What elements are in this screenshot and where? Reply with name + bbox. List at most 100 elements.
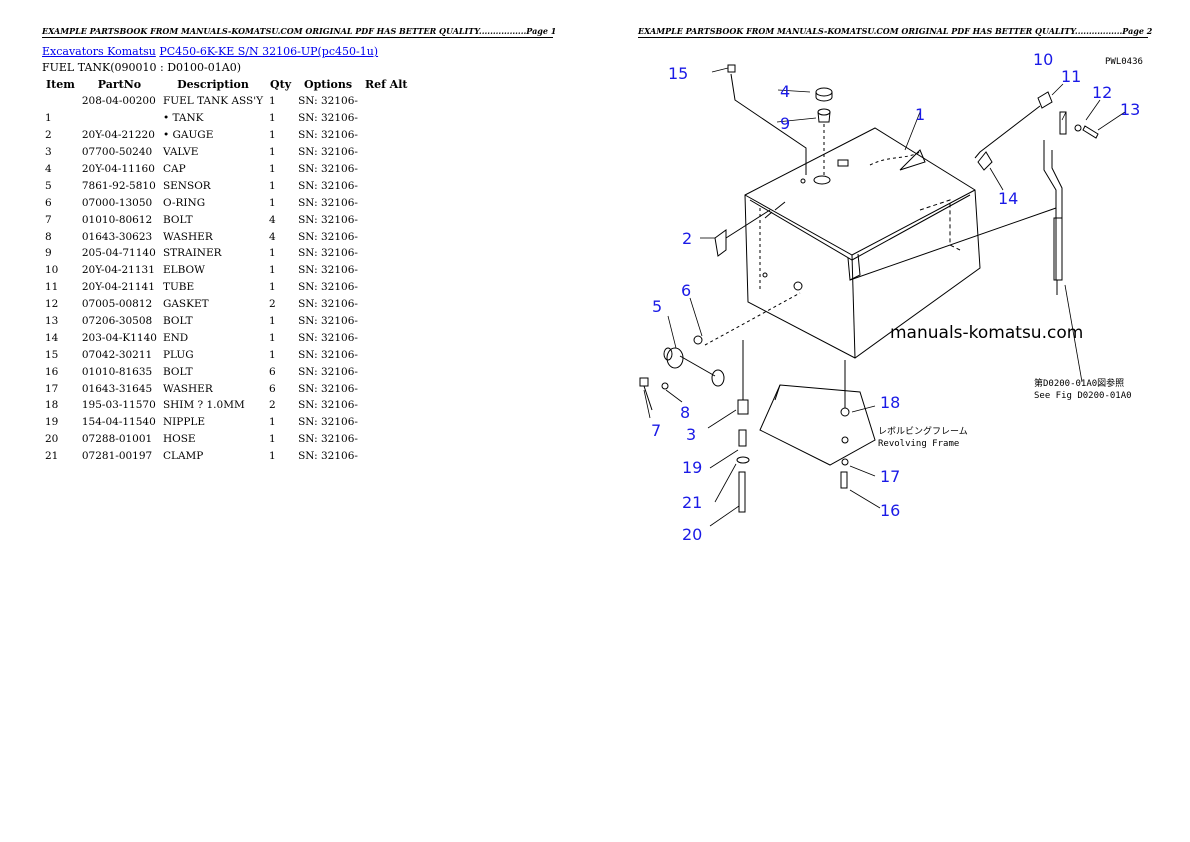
options-cell: SN: 32106- — [298, 112, 358, 125]
cap-strainer-drawing — [815, 87, 833, 175]
qty-cell: 1 — [269, 331, 276, 344]
page-2-header: EXAMPLE PARTSBOOK FROM MANUALS-KOMATSU.C… — [638, 26, 1153, 38]
description-cell: WASHER — [162, 382, 213, 395]
partno-cell: 07700-50240 — [81, 146, 153, 159]
table-header-row: Item PartNo Description Qty Options Ref … — [42, 75, 411, 93]
ref-alt-cell — [361, 329, 412, 346]
callout-14: 14 — [998, 189, 1018, 208]
options-cell: SN: 32106- — [298, 163, 358, 175]
ref-alt-cell — [361, 380, 412, 397]
description-cell: PLUG — [162, 348, 194, 361]
end-drawing — [977, 151, 993, 171]
options-cell: SN: 32106- — [298, 179, 358, 192]
options-cell: SN: 32106- — [298, 264, 358, 277]
item-cell: 5 — [45, 179, 52, 192]
col-header-ref-alt: Ref Alt — [364, 77, 408, 91]
item-cell: 11 — [45, 281, 59, 294]
parts-table: Item PartNo Description Qty Options Ref … — [42, 75, 411, 465]
qty-cell: 1 — [269, 348, 276, 361]
plug-drawing — [727, 64, 807, 175]
ref-alt-cell — [361, 127, 412, 144]
ref-alt-cell — [361, 110, 412, 127]
callout-10: 10 — [1033, 50, 1053, 69]
breadcrumb-link-excavators[interactable]: Excavators Komatsu — [42, 45, 156, 58]
partno-cell: 01643-31645 — [81, 382, 153, 395]
description-cell: STRAINER — [162, 247, 222, 260]
partno-cell — [79, 110, 160, 127]
ref-alt-cell — [361, 194, 412, 211]
qty-cell: 6 — [269, 365, 276, 378]
qty-cell: 1 — [269, 281, 276, 294]
ref-alt-cell — [361, 161, 412, 178]
qty-cell: 1 — [269, 315, 276, 328]
description-cell: • TANK — [162, 112, 204, 125]
ref-alt-cell — [361, 397, 412, 414]
watermark: manuals-komatsu.com — [890, 323, 1083, 343]
exploded-parts-diagram: PWL0436 — [639, 50, 1143, 544]
item-cell: 15 — [45, 348, 59, 361]
item-cell: 1 — [45, 112, 52, 125]
item-cell: 19 — [45, 416, 59, 429]
partno-cell: 20Y-04-21220 — [81, 129, 155, 142]
qty-cell: 1 — [269, 163, 276, 175]
partno-cell: 20Y-04-21141 — [81, 281, 155, 294]
col-header-description: Description — [177, 77, 249, 91]
callout-9: 9 — [780, 114, 790, 133]
callout-1: 1 — [915, 105, 925, 124]
partno-cell: 07042-30211 — [81, 348, 153, 361]
options-cell: SN: 32106- — [298, 230, 358, 243]
callout-18: 18 — [880, 393, 900, 412]
sensor-drawing — [639, 292, 801, 411]
ref-alt-cell — [361, 279, 412, 296]
partno-cell: 20Y-04-11160 — [81, 163, 155, 175]
description-cell: BOLT — [162, 315, 193, 328]
see-figure-jp: 第D0200-01A0図参照 — [1034, 377, 1124, 389]
item-cell: 10 — [45, 264, 59, 277]
item-cell: 6 — [45, 196, 52, 209]
options-cell: SN: 32106- — [298, 281, 358, 294]
description-cell: BOLT — [162, 365, 193, 378]
qty-cell: 1 — [269, 247, 276, 260]
item-cell: 16 — [45, 365, 59, 378]
options-cell: SN: 32106- — [298, 315, 358, 328]
options-cell: SN: 32106- — [298, 196, 358, 209]
partno-cell: 205-04-71140 — [81, 247, 156, 260]
description-cell: SHIM ? 1.0MM — [162, 399, 245, 412]
item-cell: 9 — [45, 247, 52, 260]
description-cell: GASKET — [162, 298, 209, 311]
qty-cell: 1 — [269, 146, 276, 159]
callout-17: 17 — [880, 467, 900, 486]
leader-lines — [643, 67, 1126, 527]
options-cell: SN: 32106- — [298, 146, 358, 159]
valve-hose-drawing — [736, 340, 850, 513]
callout-3: 3 — [686, 425, 696, 444]
options-cell: SN: 32106- — [298, 129, 358, 142]
options-cell: SN: 32106- — [298, 298, 358, 311]
description-cell: ELBOW — [162, 264, 205, 277]
partno-cell: 01643-30623 — [81, 230, 153, 243]
item-cell: 20 — [45, 433, 59, 446]
description-cell: TUBE — [162, 281, 195, 294]
options-cell: SN: 32106- — [298, 365, 358, 378]
breadcrumb-link-model[interactable]: PC450-6K-KE S/N 32106-UP(pc450-1u) — [159, 45, 379, 58]
item-cell: 3 — [45, 146, 52, 159]
partno-cell: 07281-00197 — [81, 450, 153, 463]
callout-2: 2 — [682, 229, 692, 248]
breadcrumb: Excavators Komatsu PC450-6K-KE S/N 32106… — [42, 45, 378, 58]
